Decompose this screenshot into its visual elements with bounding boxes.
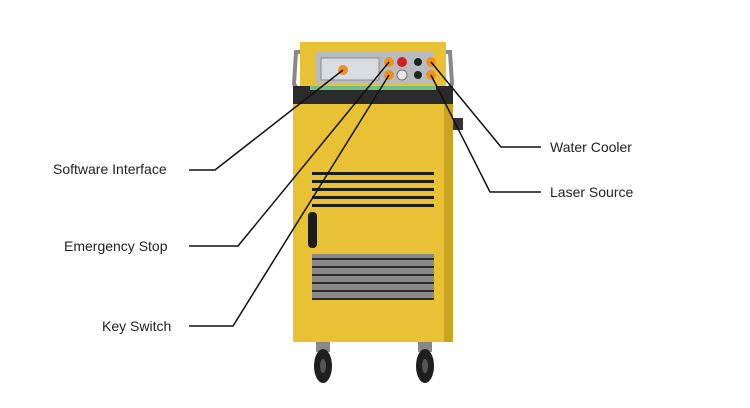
front-right-wheel bbox=[416, 336, 434, 383]
left-handle bbox=[291, 50, 300, 92]
label-water-cooler: Water Cooler bbox=[550, 139, 632, 155]
body-side-shade bbox=[444, 104, 453, 342]
front-left-wheel bbox=[314, 336, 332, 383]
white-indicator bbox=[396, 69, 408, 81]
top-band bbox=[293, 86, 453, 104]
black-button-2 bbox=[414, 71, 422, 79]
label-laser-source: Laser Source bbox=[550, 184, 634, 200]
band-stripe bbox=[310, 86, 436, 90]
software-screen bbox=[320, 57, 380, 81]
lower-vent bbox=[312, 254, 434, 300]
leader-key-switch bbox=[189, 74, 390, 327]
side-connector bbox=[453, 118, 463, 130]
door-latch bbox=[308, 212, 317, 248]
red-indicator bbox=[397, 57, 407, 67]
black-button-1 bbox=[414, 58, 422, 66]
leader-emergency-stop bbox=[189, 61, 390, 247]
label-software-interface: Software Interface bbox=[53, 161, 167, 177]
label-emergency-stop: Emergency Stop bbox=[64, 238, 168, 254]
label-key-switch: Key Switch bbox=[102, 318, 172, 334]
leader-laser-source bbox=[430, 74, 541, 193]
leader-software-interface bbox=[189, 69, 344, 171]
machine-body bbox=[293, 104, 453, 342]
leader-water-cooler bbox=[430, 61, 541, 148]
upper-vent bbox=[312, 172, 434, 207]
